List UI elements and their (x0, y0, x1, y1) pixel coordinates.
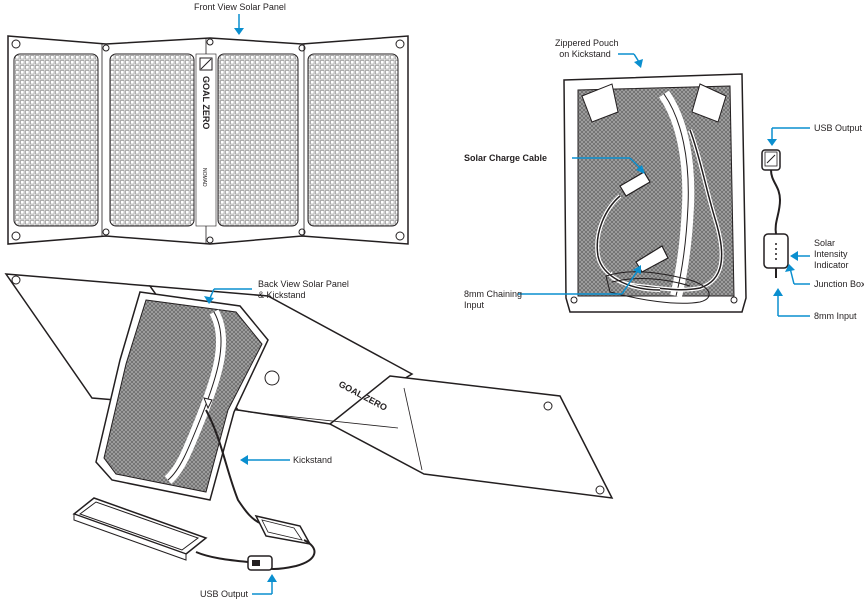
label-junction-box: Junction Box (814, 279, 864, 289)
solar-cell-block-3 (217, 53, 299, 227)
input-8mm-leader (773, 288, 810, 317)
junction-box-leader (785, 264, 810, 285)
usb-output-bottom-leader (252, 574, 277, 595)
solar-cell-block-4 (307, 53, 399, 227)
label-chaining-input: 8mm Chaining Input (464, 289, 522, 311)
pouch-view (563, 73, 747, 313)
front-view-panel: GOAL ZERO NOMAD (7, 35, 409, 245)
kickstand (95, 291, 269, 501)
label-solar-intensity: Solar Intensity Indicator (814, 238, 849, 271)
kickstand-leader (240, 455, 290, 465)
label-zippered-pouch-line1: Zippered Pouch (555, 38, 619, 48)
phone-cable (195, 551, 249, 563)
label-solar-intensity-line3: Indicator (814, 260, 849, 270)
label-solar-intensity-line2: Intensity (814, 249, 848, 259)
back-view-leader (204, 288, 252, 304)
solar-intensity-leader (790, 251, 810, 261)
label-8mm-input: 8mm Input (814, 311, 857, 321)
back-panel-right-wing (328, 375, 614, 499)
junction-box-body (763, 233, 789, 269)
label-solar-intensity-line1: Solar (814, 238, 836, 248)
smartphone (72, 497, 208, 561)
back-solar-cable (205, 409, 263, 525)
usb-connector-back (247, 555, 273, 571)
solar-charge-cable-leader (572, 157, 645, 174)
label-zippered-pouch-line2: on Kickstand (559, 49, 611, 59)
usb-connector-icon (761, 149, 781, 171)
junction-box-back (254, 514, 312, 546)
back-view-panel: GOAL ZERO (4, 273, 614, 571)
chaining-input-leader (518, 265, 641, 295)
front-branding-strip (195, 53, 217, 227)
front-brand-text: GOAL ZERO (201, 76, 211, 129)
label-back-view-line1: Back View Solar Panel (258, 279, 349, 289)
front-view-leader (234, 14, 244, 35)
label-front-view: Front View Solar Panel (194, 2, 286, 12)
label-solar-charge-cable: Solar Charge Cable (464, 153, 548, 163)
label-kickstand: Kickstand (293, 455, 333, 465)
usb-output-top-leader (767, 127, 810, 146)
label-usb-output-top: USB Output (814, 123, 863, 133)
label-back-view-line2: & Kickstand (258, 290, 306, 300)
solar-cell-block-1 (13, 53, 99, 227)
label-back-view: Back View Solar Panel & Kickstand (258, 279, 349, 301)
label-chaining-input-line1: 8mm Chaining (464, 289, 523, 299)
junction-box-detail (761, 149, 789, 278)
zippered-pouch-leader (618, 53, 643, 68)
solar-cell-block-2 (109, 53, 195, 227)
front-model-text: NOMAD (201, 168, 207, 187)
goal-zero-logo-icon (199, 57, 213, 71)
back-grommet (264, 370, 280, 386)
label-chaining-input-line2: Input (464, 300, 485, 310)
label-zippered-pouch: Zippered Pouch on Kickstand (555, 38, 619, 60)
label-usb-output-bottom: USB Output (200, 589, 249, 599)
